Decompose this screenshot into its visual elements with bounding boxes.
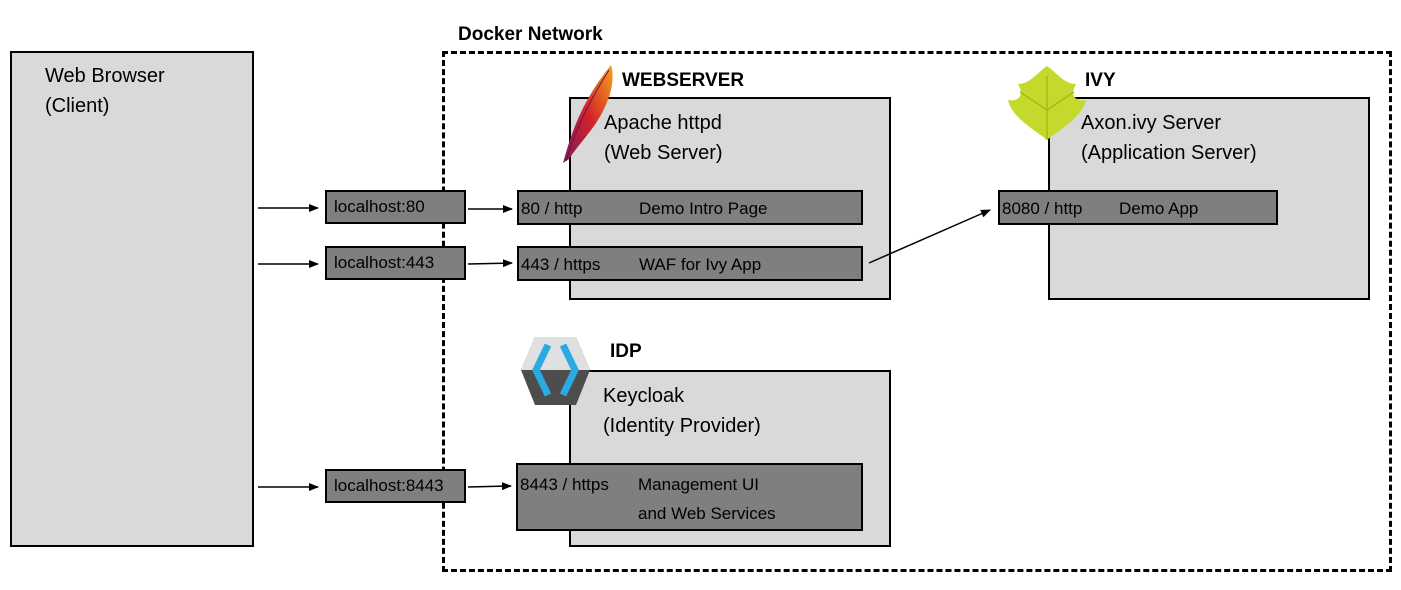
arrow-443-to-webserver [467,259,513,268]
external-port-80: localhost:80 [325,190,466,224]
port-number: 8080 / http [1002,199,1083,218]
webserver-port-80: 80 / http Demo Intro Page [517,190,863,225]
external-port-8443: localhost:8443 [325,469,466,503]
ivy-port-8080: 8080 / http Demo App [998,190,1278,225]
port-description: Demo App [1119,199,1199,218]
idp-label: Keycloak [603,385,685,407]
port-description: WAF for Ivy App [639,255,762,274]
ivy-header: IVY [1085,70,1116,91]
docker-network-boundary [442,51,1392,572]
idp-header: IDP [610,341,642,362]
webserver-port-443: 443 / https WAF for Ivy App [517,246,863,281]
webserver-header: WEBSERVER [622,70,745,91]
external-port-443: localhost:443 [325,246,466,280]
ivy-label: Axon.ivy Server [1081,112,1222,134]
ivy-sublabel: (Application Server) [1081,142,1257,164]
arrow-8443-to-idp [467,482,512,491]
docker-network-title: Docker Network [458,24,603,45]
web-browser-label: Web Browser [45,65,165,87]
web-browser-sublabel: (Client) [45,95,110,117]
webserver-sublabel: (Web Server) [604,142,723,164]
port-description: Demo Intro Page [639,199,768,218]
idp-sublabel: (Identity Provider) [603,415,761,437]
idp-port-8443: 8443 / https Management UI and Web Servi… [516,463,863,531]
port-number: 80 / http [521,199,583,218]
apache-feather-icon [563,65,613,163]
port-number: 443 / https [521,255,601,274]
arrow-waf-to-ivy [868,209,991,264]
port-description-line2: and Web Services [638,504,776,523]
port-number: 8443 / https [520,475,609,494]
web-browser-box [10,51,254,547]
port-description: Management UI [638,475,759,494]
keycloak-icon [521,337,590,405]
ivy-leaf-icon [1008,66,1086,140]
webserver-label: Apache httpd [604,112,722,134]
